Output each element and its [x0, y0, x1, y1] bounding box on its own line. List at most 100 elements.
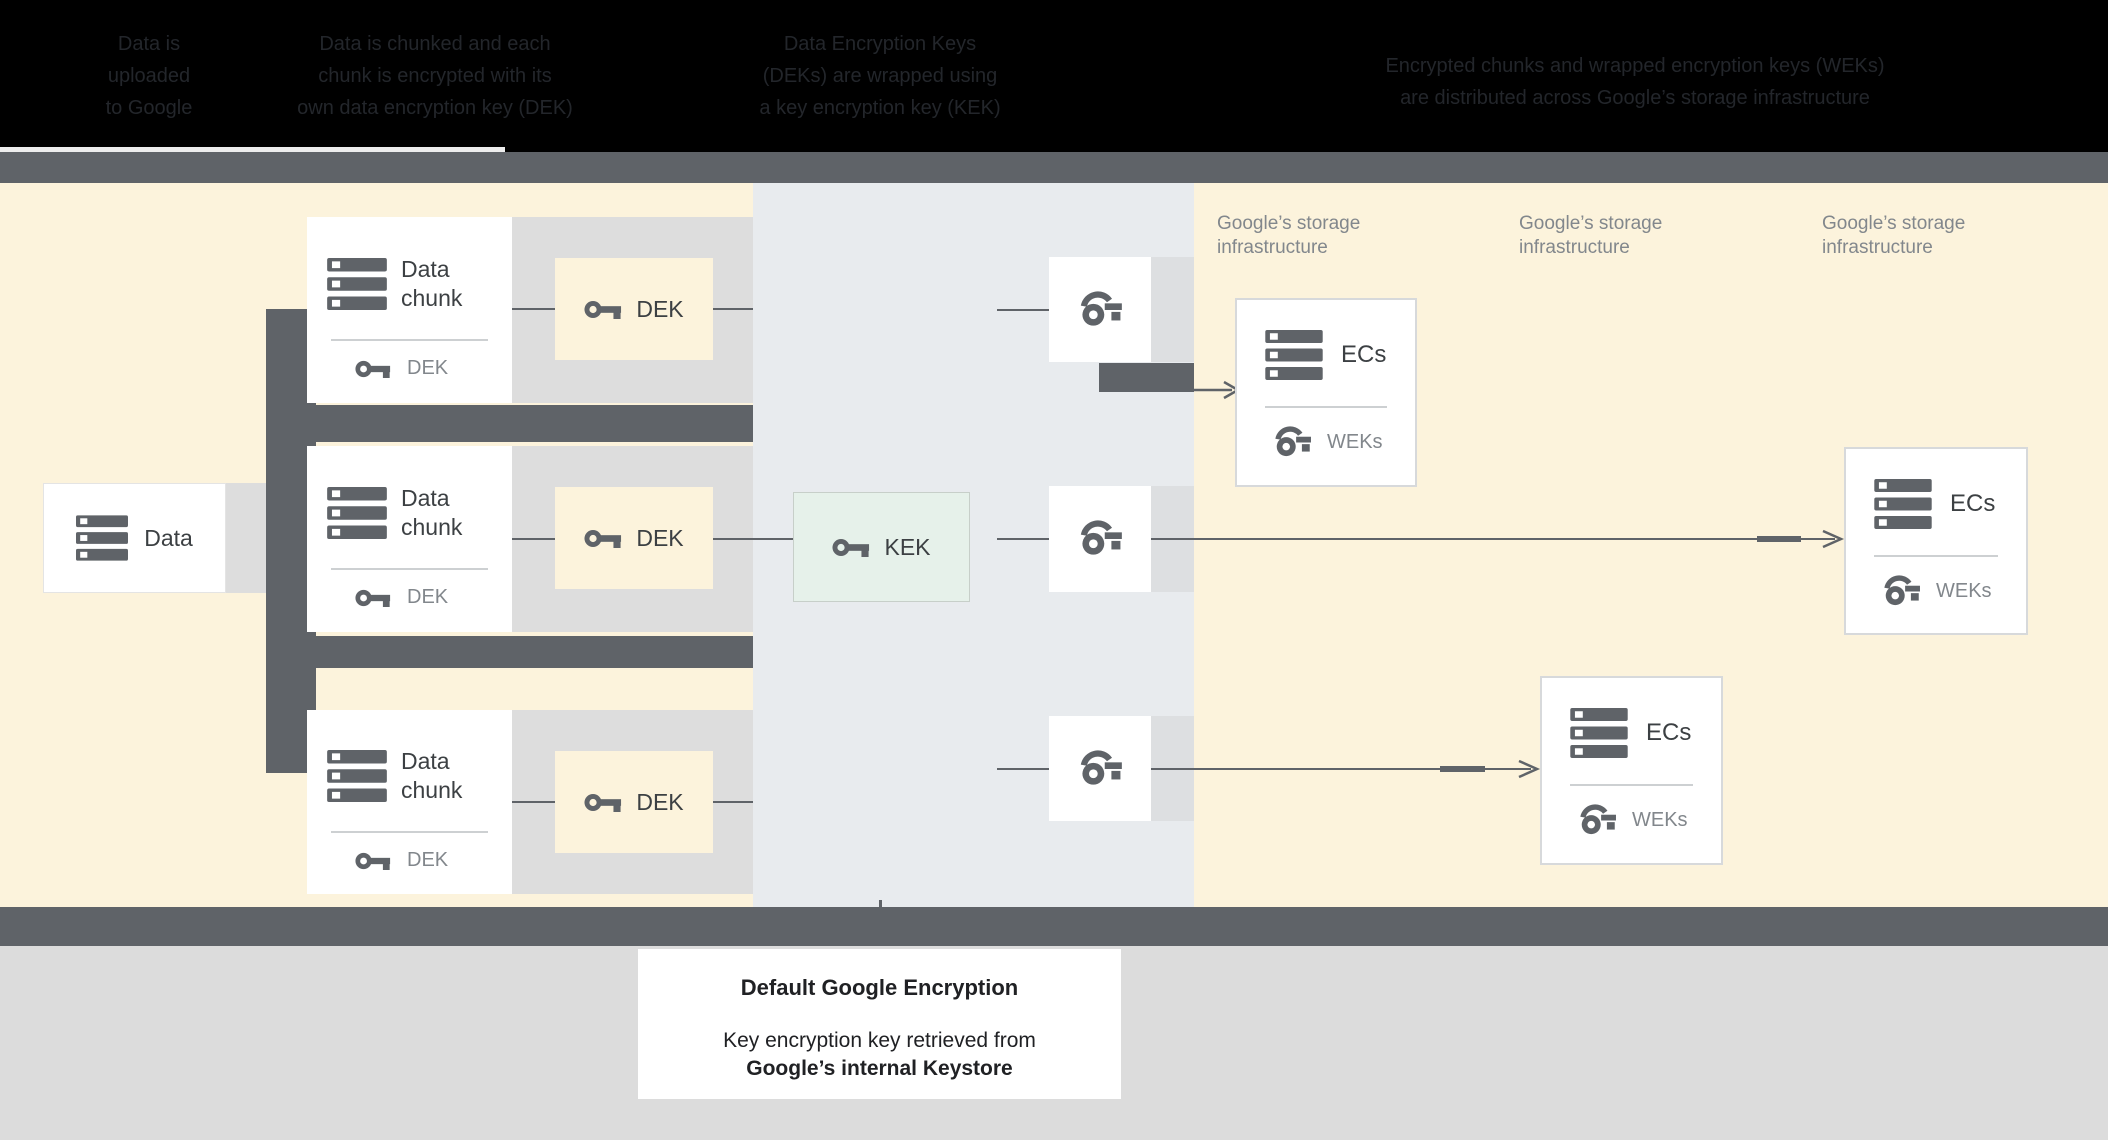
- wrapped-key-box-1: [1049, 257, 1151, 362]
- data-box: Data: [43, 483, 226, 593]
- line-card1-dek1: [512, 308, 555, 310]
- ecs-box-2: ECs WEKs: [1844, 447, 2028, 635]
- key-icon: [584, 792, 622, 813]
- storage-infrastructure-label-3: Google’s storage infrastructure: [1822, 212, 2062, 260]
- header-artifact-line: [0, 147, 505, 152]
- wrapped-key-icon: [1882, 575, 1920, 608]
- chunk-card-key-label: DEK: [407, 357, 449, 379]
- ecs-divider: [1570, 784, 1693, 786]
- chunk-card-title: Data chunk: [401, 485, 463, 540]
- storage-label-line-1: Google’s storage: [1822, 213, 1966, 234]
- chunk-card-key-label: DEK: [407, 586, 449, 608]
- header-step-2: Data is chunked and each chunk is encryp…: [285, 28, 585, 124]
- dek-box-label: DEK: [636, 524, 684, 551]
- header-step-2-line-2: chunk is encrypted with its: [318, 65, 552, 87]
- ecs-box-1: ECs WEKs: [1235, 298, 1417, 487]
- server-icon: [327, 487, 387, 539]
- arrow-to-ecs-2: [1151, 529, 1845, 549]
- header-step-1-line-2: uploaded: [107, 65, 191, 87]
- data-box-connector: [226, 483, 266, 593]
- row-divider-bar-2: [266, 636, 753, 668]
- line-into-keybox1: [997, 309, 1049, 311]
- ecs-title: ECs: [1950, 490, 1996, 517]
- server-icon: [327, 258, 387, 310]
- server-icon: [1265, 330, 1323, 380]
- kek-box-label: KEK: [884, 533, 931, 560]
- storage-label-line-2: infrastructure: [1519, 237, 1630, 258]
- bottom-separator-band: [0, 907, 2108, 946]
- header-step-3-line-3: a key encryption key (KEK): [759, 97, 1001, 119]
- storage-infrastructure-label-2: Google’s storage infrastructure: [1519, 212, 1759, 260]
- wrapped-key-icon: [1578, 804, 1616, 837]
- line-card2-dek2: [512, 538, 555, 540]
- row-divider-bar-1: [266, 405, 753, 442]
- ecs-divider: [1265, 406, 1387, 408]
- header-background: [0, 0, 2108, 152]
- data-chunk-card-3: Data chunk DEK: [307, 710, 512, 894]
- caption-title: Default Google Encryption: [740, 975, 1019, 1000]
- server-icon: [76, 515, 128, 561]
- ecs-title: ECs: [1646, 719, 1692, 746]
- header-step-4-line-2: are distributed across Google’s storage …: [1400, 87, 1870, 109]
- top-separator-band: [0, 152, 2108, 183]
- ecs-key-label: WEKs: [1632, 809, 1688, 831]
- dek-box-label: DEK: [636, 295, 684, 322]
- chunk-card-key-label: DEK: [407, 849, 449, 871]
- caption-card: Default Google Encryption Key encryption…: [638, 949, 1121, 1099]
- server-icon: [1570, 708, 1628, 758]
- key-icon: [355, 588, 391, 608]
- data-chunk-card-2: Data chunk DEK: [307, 446, 512, 632]
- header-step-4: Encrypted chunks and wrapped encryption …: [1310, 50, 1960, 114]
- thick-arrow-bar: [1099, 363, 1194, 392]
- server-icon: [327, 750, 387, 802]
- header-step-3-line-2: (DEKs) are wrapped using: [762, 65, 998, 87]
- wrapped-key-box-3: [1049, 716, 1151, 821]
- storage-label-line-1: Google’s storage: [1519, 213, 1663, 234]
- dek-box-1: DEK: [555, 258, 713, 360]
- card-divider: [331, 831, 488, 833]
- ecs-key-label: WEKs: [1936, 580, 1992, 602]
- header-step-3: Data Encryption Keys (DEKs) are wrapped …: [715, 28, 1045, 124]
- wrapped-key-box-2: [1049, 486, 1151, 592]
- arrow-to-ecs-3: [1151, 759, 1541, 779]
- line-dek3-out: [713, 801, 753, 803]
- header-step-1: Data is uploaded to Google: [64, 28, 234, 124]
- ecs-box-3: ECs WEKs: [1540, 676, 1723, 865]
- dek-box-label: DEK: [636, 788, 684, 815]
- header-step-1-line-1: Data is: [117, 33, 181, 55]
- storage-label-line-2: infrastructure: [1217, 237, 1328, 258]
- line-dek2-kek: [713, 538, 793, 540]
- key-icon: [584, 299, 622, 320]
- wrapped-key-icon: [1078, 520, 1122, 558]
- header-step-2-line-3: own data encryption key (DEK): [297, 97, 573, 119]
- header-step-3-line-1: Data Encryption Keys: [783, 33, 977, 55]
- caption-line-2: Google’s internal Keystore: [746, 1057, 1013, 1080]
- chunk-card-title: Data chunk: [401, 256, 463, 311]
- ecs-divider: [1874, 555, 1998, 557]
- storage-label-line-2: infrastructure: [1822, 237, 1933, 258]
- chunk-card-title: Data chunk: [401, 748, 463, 803]
- dek-box-2: DEK: [555, 487, 713, 589]
- key-icon: [832, 537, 870, 558]
- line-dek1-out: [713, 308, 753, 310]
- ecs-key-label: WEKs: [1327, 431, 1383, 453]
- wrapped-key-icon: [1273, 426, 1311, 459]
- server-icon: [1874, 479, 1932, 529]
- wrapped-key-icon: [1078, 750, 1122, 788]
- caption-line-1: Key encryption key retrieved from: [723, 1029, 1036, 1052]
- keybox-shadow-1: [1151, 257, 1194, 362]
- storage-infrastructure-label-1: Google’s storage infrastructure: [1217, 212, 1457, 260]
- header-step-2-line-1: Data is chunked and each: [319, 33, 551, 55]
- header-step-4-line-1: Encrypted chunks and wrapped encryption …: [1385, 55, 1885, 77]
- line-into-keybox3: [997, 768, 1049, 770]
- wrapped-key-icon: [1078, 291, 1122, 329]
- card-divider: [331, 339, 488, 341]
- dek-box-3: DEK: [555, 751, 713, 853]
- kek-box: KEK: [793, 492, 970, 602]
- ecs-title: ECs: [1341, 341, 1387, 368]
- data-chunk-card-1: Data chunk DEK: [307, 217, 512, 403]
- data-box-label: Data: [144, 524, 193, 551]
- card-divider: [331, 568, 488, 570]
- header-step-1-line-3: to Google: [105, 97, 193, 119]
